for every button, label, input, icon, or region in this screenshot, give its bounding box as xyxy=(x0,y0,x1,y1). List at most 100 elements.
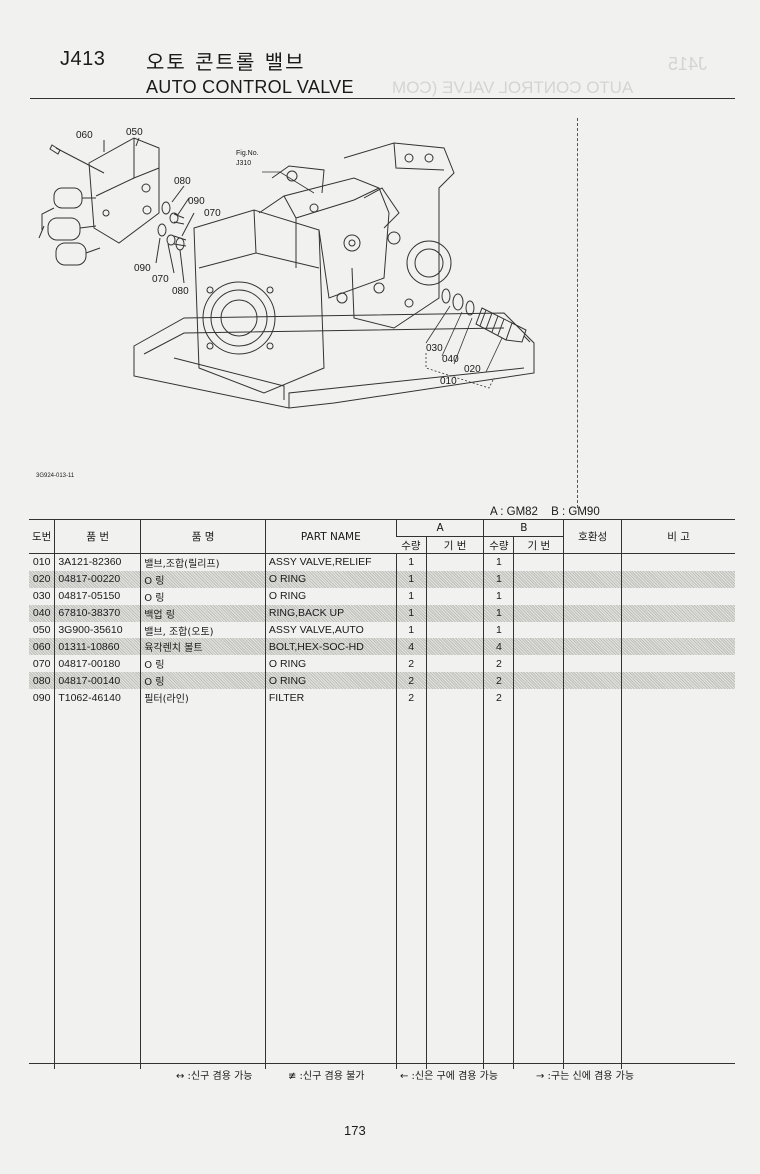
row-serial-b xyxy=(513,638,564,656)
callout-label: 040 xyxy=(442,354,459,365)
row-name-ko: 밸브, 조합(오토) xyxy=(140,621,266,639)
row-part-no: T1062-46140 xyxy=(54,689,141,707)
parts-table: 도번 품 번 품 명 PART NAME A B 호환성 비 고 수량 기 번 … xyxy=(29,519,735,1070)
row-qty-a: 4 xyxy=(395,638,427,656)
bleed-through-code: J415 xyxy=(668,54,708,74)
row-qty-b: 2 xyxy=(483,655,514,673)
row-serial-b xyxy=(513,570,564,588)
row-qty-b: 1 xyxy=(483,570,514,588)
row-part-no: 04817-05150 xyxy=(54,587,141,605)
row-qty-b: 4 xyxy=(483,638,514,656)
header-part-name: PART NAME xyxy=(264,519,397,554)
row-ref: 030 xyxy=(32,590,51,603)
row-qty-a: 1 xyxy=(395,553,427,571)
empty-cell xyxy=(483,706,514,1070)
header-serial-b: 기 번 xyxy=(513,536,564,554)
row-part-no: 04817-00180 xyxy=(54,655,141,673)
row-ref: 090 xyxy=(32,691,51,704)
row-remarks xyxy=(621,655,735,673)
bleed-through-title: AUTO CONTROL VALVE (COM xyxy=(392,78,634,97)
row-ref: 020 xyxy=(29,570,55,588)
callout-label: 090 xyxy=(134,263,151,274)
row-ref: 040 xyxy=(29,604,55,622)
row-remarks xyxy=(621,689,735,707)
row-name-ko: 필터(라인) xyxy=(140,689,266,707)
row-part-no: 01311-10860 xyxy=(54,638,141,656)
row-interchange xyxy=(563,638,622,656)
row-remarks xyxy=(621,570,735,588)
row-interchange xyxy=(563,655,622,673)
row-part-name: ASSY VALVE,RELIEF xyxy=(264,553,397,571)
row-qty-a: 1 xyxy=(395,587,427,605)
row-remarks xyxy=(621,587,735,605)
row-serial-b xyxy=(513,689,564,707)
row-interchange xyxy=(563,570,622,588)
row-part-name: RING,BACK UP xyxy=(264,604,397,622)
row-qty-a: 1 xyxy=(395,570,427,588)
row-serial-a xyxy=(425,587,484,605)
row-qty-a: 2 xyxy=(395,672,427,690)
row-serial-b xyxy=(513,672,564,690)
row-part-name: BOLT,HEX-SOC-HD xyxy=(264,638,397,656)
row-ref: 060 xyxy=(29,638,55,656)
empty-cell xyxy=(395,706,427,1070)
empty-cell xyxy=(29,706,55,1069)
page-title-korean: 오토 콘트롤 밸브 xyxy=(146,50,306,74)
row-ref: 010 xyxy=(32,556,51,569)
legend-old-fits-new: → :구는 신에 겸용 가능 xyxy=(536,1071,635,1082)
row-serial-b xyxy=(513,553,564,571)
header-qty-a: 수량 xyxy=(396,536,427,554)
page-code: J413 xyxy=(60,48,106,70)
row-serial-a xyxy=(425,570,484,588)
header-ref: 도번 xyxy=(29,519,55,554)
empty-cell xyxy=(264,706,397,1070)
row-serial-a xyxy=(425,689,484,707)
callout-label: 020 xyxy=(464,364,481,375)
row-qty-a: 2 xyxy=(395,655,427,673)
row-interchange xyxy=(563,672,622,690)
row-interchange xyxy=(563,689,622,707)
empty-cell xyxy=(563,706,622,1070)
callout-label: 090 xyxy=(188,196,205,207)
row-serial-b xyxy=(513,587,564,605)
empty-cell xyxy=(621,706,735,1070)
row-part-name: FILTER xyxy=(264,689,397,707)
header-name-ko: 품 명 xyxy=(140,519,266,554)
row-qty-b: 1 xyxy=(483,587,514,605)
empty-cell xyxy=(140,706,266,1070)
row-qty-a: 1 xyxy=(395,604,427,622)
legend-new-fits-old: ← :신은 구에 겸용 가능 xyxy=(400,1071,499,1082)
callout-label: 060 xyxy=(76,130,93,141)
header-group-a: A xyxy=(395,519,484,537)
row-serial-b xyxy=(513,604,564,622)
figure-ref-number: J310 xyxy=(236,160,251,167)
row-name-ko: O 링 xyxy=(140,587,266,605)
row-part-no: 67810-38370 xyxy=(54,604,141,622)
header-group-b: B xyxy=(483,519,564,537)
row-remarks xyxy=(621,672,735,690)
row-remarks xyxy=(621,553,735,571)
row-ref: 050 xyxy=(32,624,51,636)
row-name-ko: O 링 xyxy=(140,655,266,673)
row-serial-a xyxy=(425,604,484,622)
empty-cell xyxy=(54,706,141,1070)
callout-label: 030 xyxy=(426,343,443,354)
footer-rule xyxy=(29,1063,735,1064)
callout-label: 080 xyxy=(174,176,191,187)
row-serial-b xyxy=(513,621,564,639)
row-part-no: 3A121-82360 xyxy=(54,553,141,571)
row-qty-a: 1 xyxy=(395,621,427,639)
figure-ref-label: Fig.No. xyxy=(236,150,259,157)
legend-a: A : GM82 xyxy=(490,506,538,518)
row-name-ko: 밸브,조합(릴리프) xyxy=(140,553,266,571)
row-ref: 080 xyxy=(29,672,55,690)
model-legend: A : GM82 B : GM90 xyxy=(490,506,610,518)
page-title-english: AUTO CONTROL VALVE xyxy=(146,77,354,97)
row-serial-a xyxy=(425,655,484,673)
